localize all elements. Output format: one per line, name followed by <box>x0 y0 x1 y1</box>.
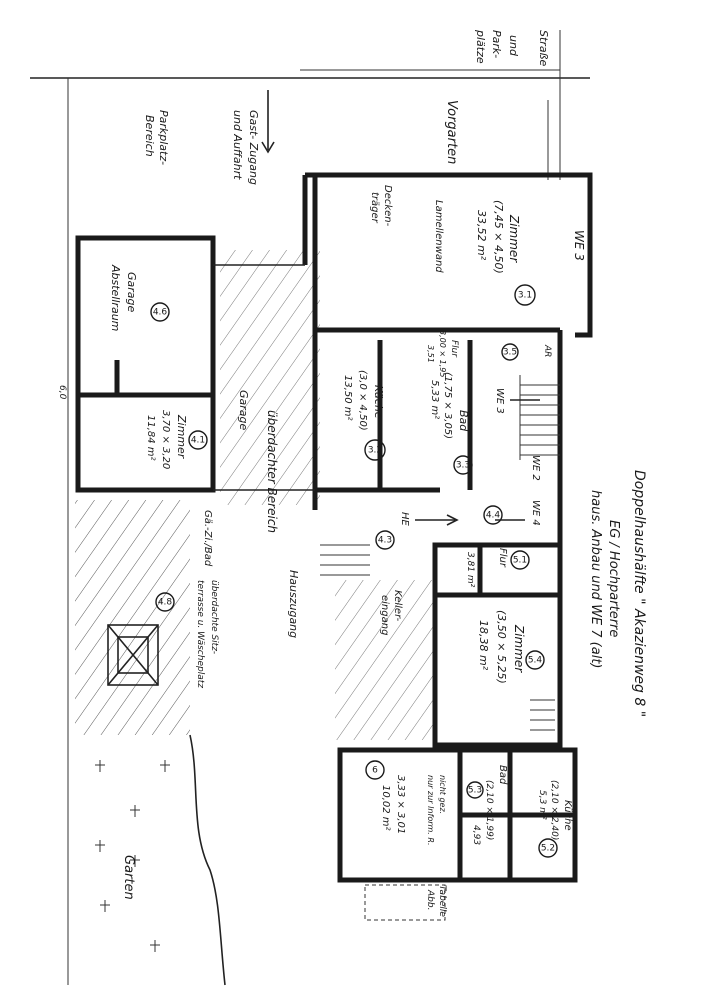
room-4-6-garage: Garage <box>125 272 138 313</box>
svg-text:4.4: 4.4 <box>486 511 501 521</box>
room-4-5-abstellraum: Abstellraum <box>109 264 122 331</box>
title-line1: Doppelhaushälfte " Akazienweg 8 " <box>631 470 647 717</box>
svg-text:3.3: 3.3 <box>456 461 470 471</box>
street-label-1: Straße <box>537 30 550 66</box>
garage-side-label: Garage <box>237 390 250 431</box>
street-label-3: Park- <box>490 30 503 58</box>
he-marker: HE <box>399 512 410 527</box>
kellereingang-label-1: Keller- <box>392 590 403 622</box>
room-6-area: 10,02 m² <box>380 785 391 831</box>
we3-marker: WE 3 <box>572 230 586 261</box>
note-sitzterrasse-1: überdachte Sitz- <box>209 580 219 654</box>
note-lamellenwand: Lamellenwand <box>433 200 444 273</box>
dashed-box-bottom <box>364 884 446 921</box>
note-sitzterrasse-2: terrasse u. Wäscheplatz <box>195 580 205 688</box>
hatched-terrace-area <box>75 500 190 735</box>
outer-wall-upper-block <box>305 172 593 338</box>
direction-arrows <box>261 90 540 526</box>
hatched-entry-area <box>335 580 435 740</box>
gast-zugang-label-1: Gast- Zugang <box>247 110 260 185</box>
room-5-3-name: Bad <box>497 765 508 785</box>
parkplatz-label-1: Parkplatz- <box>157 110 170 165</box>
garten-label: Garten <box>121 855 136 900</box>
svg-text:5.4: 5.4 <box>528 656 543 666</box>
svg-text:6: 6 <box>372 766 378 776</box>
we2-marker: WE 2 <box>530 455 541 481</box>
note-deckentraeger-2: träger <box>369 192 380 224</box>
svg-text:4.8: 4.8 <box>158 598 173 608</box>
title-line3: haus. Anbau und WE 7 (alt) <box>588 490 603 669</box>
room-3-5-ar: AR <box>542 344 552 357</box>
garden-path-curve <box>189 734 226 986</box>
svg-text:5.3: 5.3 <box>468 786 482 796</box>
room-5-4-area: 18,38 m² <box>477 620 490 671</box>
we3-marker-b: WE 3 <box>494 388 505 414</box>
room-5-2-dims: (2,10 × 2,40) <box>549 780 559 840</box>
vorgarten-label: Vorgarten <box>444 100 459 164</box>
note-tabelle-1: Tabelle <box>437 885 447 917</box>
room-5-2-area: 5,3 m² <box>537 790 547 820</box>
room-3-4-area: 3,51 <box>426 345 435 363</box>
svg-text:3.1: 3.1 <box>518 291 532 301</box>
dimension-6: 6,0 <box>57 385 67 400</box>
room-3-4-name: Flur <box>449 340 459 358</box>
room-4-1-area: 11,84 m² <box>145 415 156 461</box>
room-5-1-name: Flur <box>497 548 508 568</box>
room-4-6b-gaestezimmer: Gä.-Zi./Bad <box>202 510 213 567</box>
garage-block <box>75 235 216 493</box>
staircase-lines <box>320 375 560 731</box>
note-tabelle-2: Abb. <box>425 889 435 910</box>
pyramid-roof-symbol <box>107 624 159 686</box>
room-5-4-dims: (3,50 × 5,25) <box>495 610 508 684</box>
note-room6-1: nicht gez. <box>438 775 447 814</box>
title-line2: EG / Hochparterre <box>606 520 621 637</box>
svg-text:3.2: 3.2 <box>368 446 382 456</box>
room-markers: 3.1 3.2 3.3 3.5 4.1 4.6 4.8 4.3 4.4 5.1 … <box>150 284 558 858</box>
room-3-1-name: Zimmer <box>507 214 521 263</box>
room-5-4-name: Zimmer <box>512 624 526 673</box>
room-3-2-name: Küche <box>372 385 385 419</box>
room-3-3-name: Bad <box>457 410 470 432</box>
parkplatz-label-2: Bereich <box>143 115 156 157</box>
svg-text:4.3: 4.3 <box>378 536 392 546</box>
lower-block-wall <box>432 542 563 748</box>
svg-text:4.6: 4.6 <box>153 308 168 318</box>
note-deckentraeger-1: Decken- <box>382 185 393 227</box>
svg-text:3.5: 3.5 <box>503 348 517 358</box>
room-6-dims: 3,33 × 3,01 <box>395 775 406 834</box>
hatched-covered-area <box>220 250 320 505</box>
ueberdachter-bereich-label: überdachter Bereich <box>265 410 279 533</box>
room-3-3-dims: (1,75 × 3,05) <box>442 372 453 439</box>
room-4-1-name: Zimmer <box>175 414 188 460</box>
room-3-4-dims: 3,00 × 1,95 <box>438 330 447 377</box>
svg-text:4.1: 4.1 <box>191 436 205 446</box>
room-5-3-dims: (2,10 × 1,99) <box>484 780 494 840</box>
street-label-2: und <box>507 35 520 57</box>
room-3-1-dims: (7,45 × 4,50) <box>492 200 505 274</box>
kellereingang-label-2: eingang <box>379 595 390 635</box>
room-5-2-name: Küche <box>562 800 573 831</box>
street-label-4: plätze <box>474 29 487 64</box>
room-3-2-dims: (3,0 × 4,50) <box>357 370 368 431</box>
room-3-2-area: 13,50 m² <box>342 375 353 421</box>
garden-plant-symbols <box>95 760 170 952</box>
room-5-1-area: 3,81 m² <box>465 552 475 588</box>
room-4-1-dims: 3,70 × 3,20 <box>160 410 171 469</box>
room-3-3-area: 5,33 m² <box>429 380 440 419</box>
svg-text:5.2: 5.2 <box>541 844 555 854</box>
hauszugang-label: Hauszugang <box>287 570 300 638</box>
room-5-3-area: 4,93 <box>471 825 481 845</box>
we4-marker: WE 4 <box>530 500 541 526</box>
gast-zugang-label-2: und Auffahrt <box>231 110 244 180</box>
note-room6-2: nur zur Inform. R. <box>426 775 435 845</box>
room-3-1-area: 33,52 m² <box>475 210 488 261</box>
svg-text:5.1: 5.1 <box>513 556 527 566</box>
